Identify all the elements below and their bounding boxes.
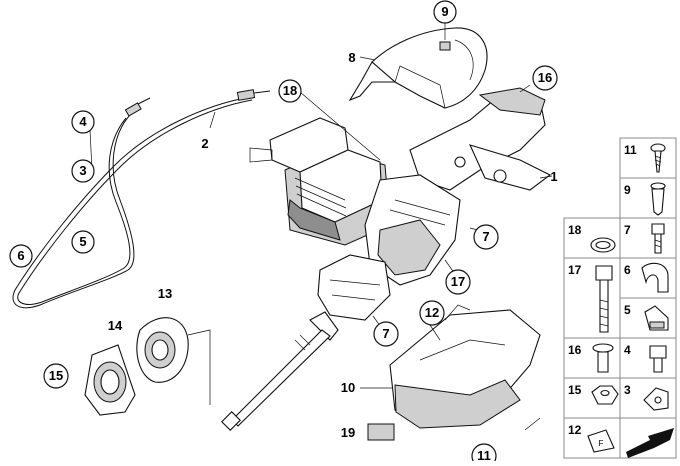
screw-icon [650,143,666,173]
bracket-clip-icon [643,387,669,411]
cable-assembly [12,89,271,309]
bolt-icon [651,223,665,254]
legend-num-12: 12 [568,423,582,437]
svg-text:16: 16 [538,70,552,85]
legend-cell-7 [619,217,677,259]
callout-9: 9 [433,0,457,24]
callout-2: 2 [201,136,208,151]
legend-num-18: 18 [568,223,582,237]
legend-num-6: 6 [624,263,631,277]
svg-text:12: 12 [425,305,439,320]
callout-17: 17 [445,269,471,295]
svg-text:4: 4 [79,114,87,129]
spring-nut-icon: F [587,429,615,453]
svg-text:5: 5 [79,234,86,249]
callout-5: 5 [71,230,95,254]
callout-4: 4 [71,110,95,134]
svg-text:7: 7 [482,229,489,244]
cable-clip-icon [641,262,669,293]
callout-19: 19 [341,425,355,440]
callout-18: 18 [278,79,302,103]
legend-cell-9 [619,177,677,219]
legend-num-9: 9 [624,183,631,197]
legend-num-4: 4 [624,343,631,357]
arrow-direction-icon [626,428,674,458]
svg-text:9: 9 [441,4,448,19]
o-ring-icon [590,237,616,253]
callout-16: 16 [532,65,558,91]
grommet-assembly [84,317,211,416]
legend-num-16: 16 [568,343,582,357]
callout-12: 12 [419,300,445,326]
pad-19 [367,423,395,441]
callout-7-lower: 7 [373,321,399,347]
expanding-rivet-icon [650,182,666,216]
callout-6: 6 [9,244,33,268]
callout-13: 13 [158,286,172,301]
svg-text:11: 11 [477,448,491,461]
hex-nut-icon [591,385,619,405]
svg-text:3: 3 [79,163,86,178]
legend-num-17: 17 [568,263,582,277]
callout-10: 10 [341,380,355,395]
legend-num-7: 7 [624,223,631,237]
callout-3: 3 [71,159,95,183]
svg-text:18: 18 [283,83,297,98]
callout-7-upper: 7 [473,224,499,250]
legend-num-3: 3 [624,383,631,397]
callout-11: 11 [471,443,497,466]
svg-text:6: 6 [17,248,24,263]
svg-text:F: F [599,439,604,448]
legend-num-15: 15 [568,383,582,397]
clip-nut-icon [644,305,669,331]
lower-column-trim [389,304,541,429]
svg-text:17: 17 [451,274,465,289]
legend-num-5: 5 [624,303,631,317]
legend-cell-18 [563,217,621,259]
steering-column-assembly [221,87,552,431]
callout-1: 1 [550,169,557,184]
hex-bolt-icon [649,345,667,373]
legend-num-11: 11 [624,143,637,157]
long-bolt-icon [595,265,613,333]
svg-text:7: 7 [382,326,389,341]
svg-text:15: 15 [49,368,63,383]
parts-legend: 11 9 18 7 17 6 5 16 4 15 3 12 [563,137,677,459]
callout-15: 15 [43,363,69,389]
callout-8: 8 [348,50,355,65]
upper-column-cover [348,27,488,109]
leader-lines [89,22,553,431]
callout-14: 14 [108,318,123,333]
flange-bolt-icon [592,343,614,373]
